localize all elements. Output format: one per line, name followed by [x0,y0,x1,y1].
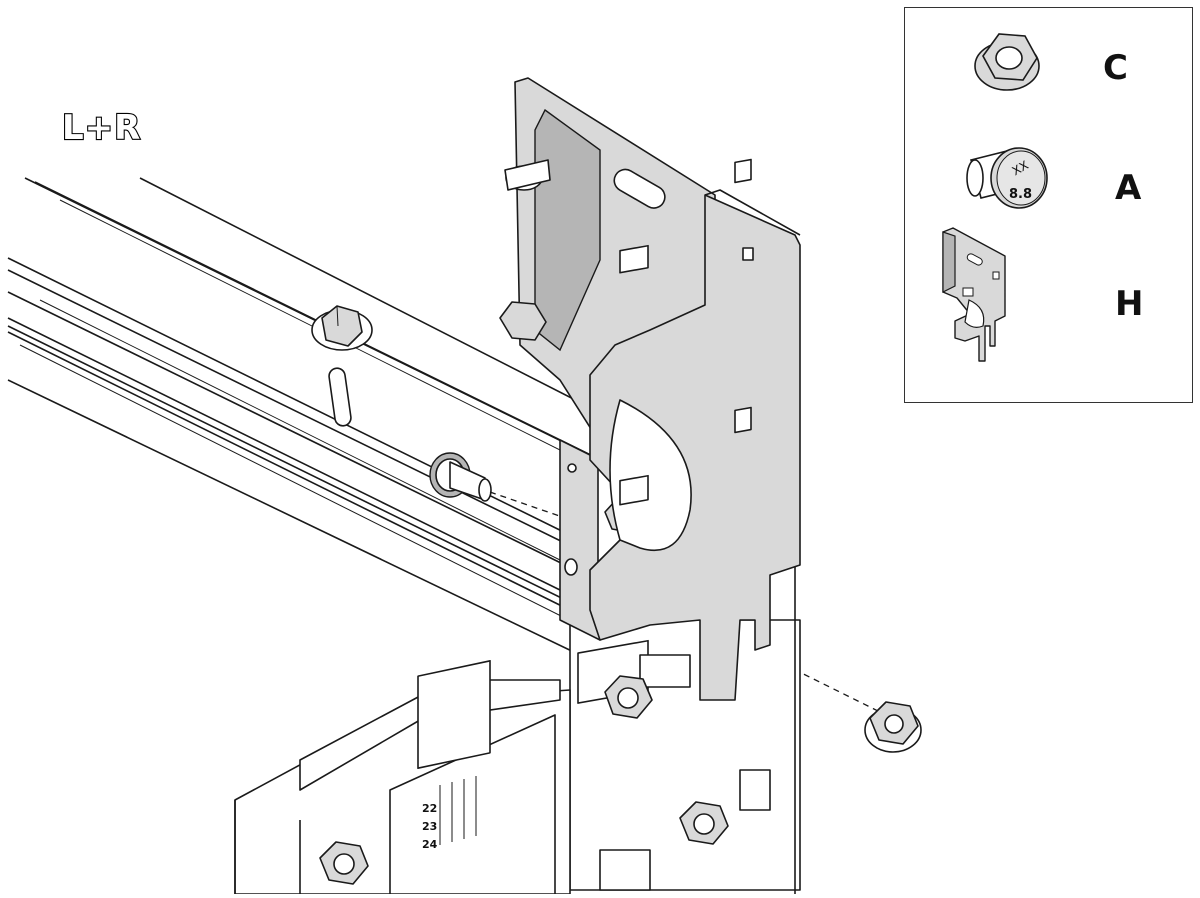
bracket-icon [942,227,1006,362]
alignment-line-1 [489,491,601,531]
post-nut-1 [604,675,653,719]
mounting-bracket [499,77,801,701]
upright-post [509,560,801,894]
beam-rails [7,177,606,656]
beam-label-numbers: 22 23 24 [422,802,438,851]
post-nut-3 [319,841,369,885]
beam-number-3: 24 [422,838,438,851]
legend-letter-c: C [1103,48,1128,88]
rail-hex-bolt [311,305,373,351]
beam-number-2: 23 [422,820,437,833]
flange-nut-c [864,701,922,753]
beam-number-1: 22 [422,802,437,815]
flange-nut-icon [974,33,1040,91]
bolt-marking-bottom: 8.8 [1009,187,1032,202]
bolt-a-shaft [429,452,492,502]
parts-legend: C XX 8.8 A H [904,7,1193,403]
legend-letter-a: A [1115,168,1142,208]
lower-beam: 22 23 24 [234,660,571,895]
assembly-label: L+R [61,107,142,149]
legend-letter-h: H [1115,284,1144,324]
rail-slot [328,367,352,427]
beam-label-plate [417,660,491,769]
post-nut-2 [679,801,729,845]
bolt-icon: XX 8.8 [966,147,1048,209]
